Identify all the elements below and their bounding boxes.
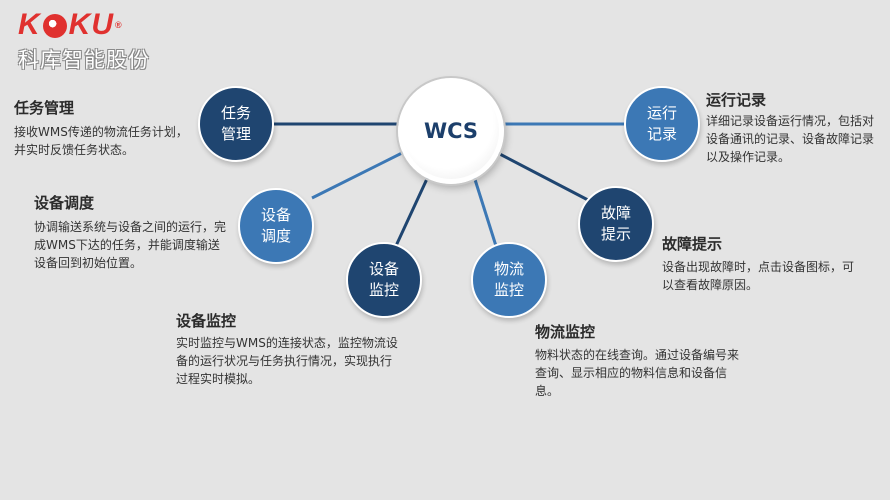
title-equipment-monitoring: 设备监控 [176, 312, 237, 330]
logo-mark-right: KU [68, 8, 115, 41]
link-fault [491, 148, 589, 202]
node-task-management: 任务 管理 [198, 86, 274, 162]
desc-operation-log: 详细记录设备运行情况，包括对设备通讯的记录、设备故障记录以及操作记录。 [706, 114, 875, 164]
desc-equipment-monitoring: 实时监控与WMS的连接状态，监控物流设备的运行状况与任务执行情况，实现执行过程实… [176, 336, 398, 386]
node-equipment-dispatch: 设备 调度 [238, 188, 314, 264]
node-operation-log: 运行 记录 [624, 86, 700, 162]
title-logistics-monitoring: 物流监控 [535, 323, 596, 341]
link-dispatch [311, 148, 409, 200]
link-equip-monitor [393, 167, 434, 249]
title-task-management: 任务管理 [14, 99, 75, 117]
globe-icon [42, 14, 67, 38]
registered-mark: ® [115, 20, 123, 30]
desc-task-management: 接收WMS传递的物流任务计划，并实时反馈任务状态。 [14, 125, 188, 157]
link-logistics-monitor [470, 169, 498, 247]
wcs-hub: WCS [398, 78, 504, 184]
desc-logistics-monitoring: 物料状态的在线查询。通过设备编号来查询、显示相应的物料信息和设备信息。 [535, 348, 740, 398]
node-logistics-monitoring: 物流 监控 [471, 242, 547, 318]
company-name: 科库智能股份 [18, 48, 150, 72]
node-equipment-monitoring: 设备 监控 [346, 242, 422, 318]
title-equipment-dispatch: 设备调度 [34, 194, 95, 212]
desc-equipment-dispatch: 协调输送系统与设备之间的运行，完成WMS下达的任务，并能调度输送设备回到初始位置… [34, 220, 227, 270]
logo-mark-left: K [18, 8, 41, 41]
company-logo: K KU ® 科库智能股份 [18, 8, 150, 74]
node-fault-alert: 故障 提示 [578, 186, 654, 262]
title-operation-log: 运行记录 [706, 91, 767, 109]
desc-fault-alert: 设备出现故障时，点击设备图标，可以查看故障原因。 [662, 260, 855, 292]
koku-logo-mark: K KU ® [18, 8, 150, 42]
title-fault-alert: 故障提示 [662, 235, 723, 253]
